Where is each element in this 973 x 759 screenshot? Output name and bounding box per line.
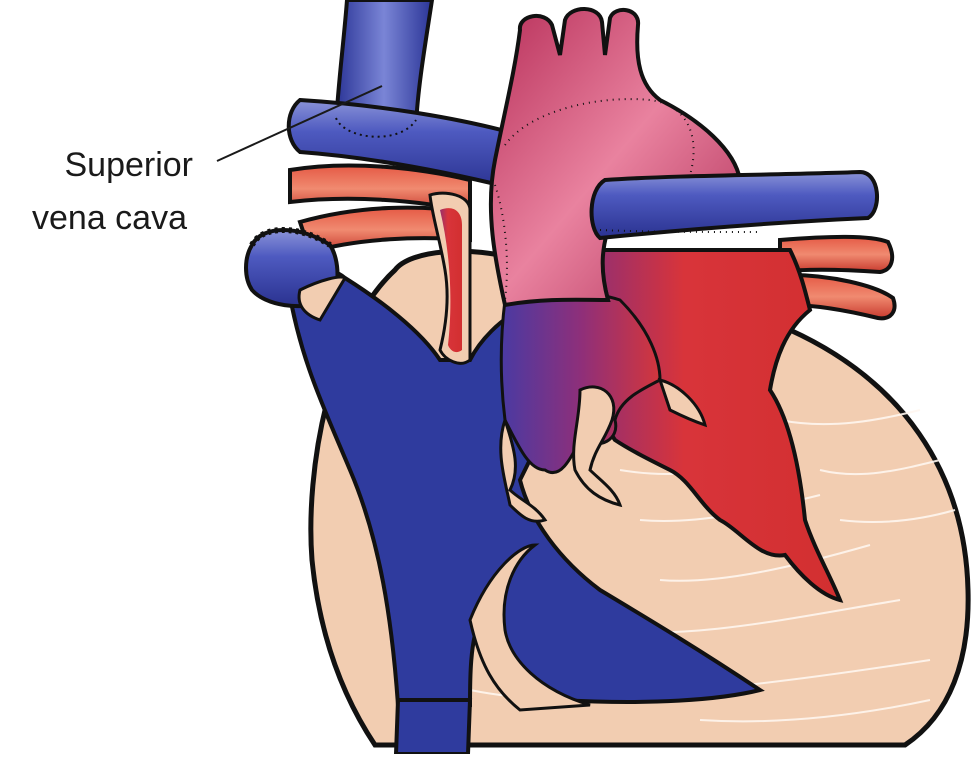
- superior-vena-cava-label-line1: Superior: [64, 143, 193, 187]
- pulmonary-vein-right: [592, 172, 877, 238]
- inferior-vena-cava: [396, 700, 470, 754]
- superior-vena-cava-label-line2: vena cava: [32, 196, 187, 240]
